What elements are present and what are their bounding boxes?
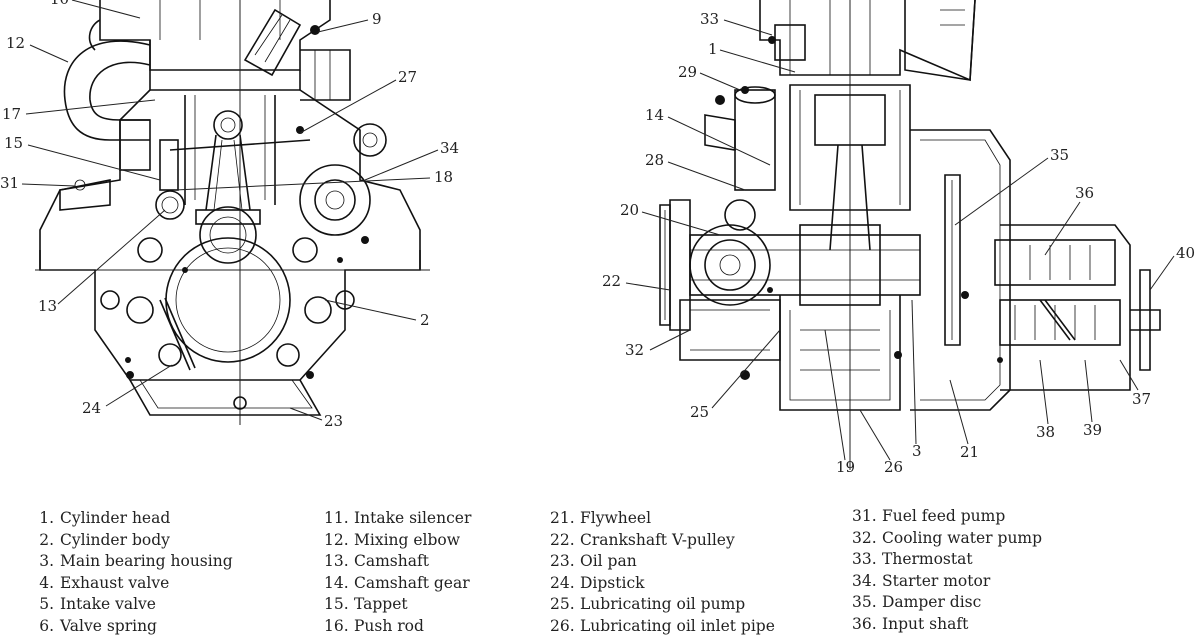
legend-item: 1.Cylinder head: [30, 508, 233, 530]
callout-36: 36: [1075, 184, 1094, 202]
callout-28: 28: [645, 151, 664, 169]
legend-label: Lubricating oil pump: [580, 594, 745, 616]
callout-13: 13: [38, 297, 57, 315]
callout-39: 39: [1083, 421, 1102, 439]
legend-label: Valve spring: [60, 616, 157, 637]
callout-33: 33: [700, 10, 719, 28]
legend-item: 23.Oil pan: [550, 551, 775, 573]
callout-22: 22: [602, 272, 621, 290]
legend-item: 34.Starter motor: [852, 571, 1042, 593]
legend-label: Input shaft: [882, 614, 968, 636]
legend-item: 36.Input shaft: [852, 614, 1042, 636]
callout-1: 1: [708, 40, 718, 58]
callout-32: 32: [625, 341, 644, 359]
callout-25: 25: [690, 403, 709, 421]
legend-item: 3.Main bearing housing: [30, 551, 233, 573]
callout-35: 35: [1050, 146, 1069, 164]
callout-34: 34: [440, 139, 459, 157]
legend-item: 2.Cylinder body: [30, 530, 233, 552]
legend-label: Push rod: [354, 616, 424, 637]
legend-item: 22.Crankshaft V-pulley: [550, 530, 775, 552]
side-view-callouts: 33 1 29 14 28 35 36 20 40 22 32 25 37 38…: [602, 10, 1195, 476]
legend-item: 4.Exhaust valve: [30, 573, 233, 595]
callout-14: 14: [645, 106, 664, 124]
callout-31: 31: [0, 174, 19, 192]
legend-label: Fuel feed pump: [882, 506, 1005, 528]
callout-3: 3: [912, 442, 922, 460]
legend-label: Starter motor: [882, 571, 990, 593]
legend-column-1: 1.Cylinder head 2.Cylinder body 3.Main b…: [30, 508, 233, 637]
legend-label: Camshaft: [354, 551, 429, 573]
callout-21: 21: [960, 443, 979, 461]
legend-label: Oil pan: [580, 551, 637, 573]
callout-27: 27: [398, 68, 417, 86]
legend-column-2: 11.Intake silencer 12.Mixing elbow 13.Ca…: [324, 508, 471, 637]
legend-label: Flywheel: [580, 508, 651, 530]
front-section-view: [35, 0, 430, 425]
legend-label: Dipstick: [580, 573, 645, 595]
legend-label: Tappet: [354, 594, 408, 616]
callout-9: 9: [372, 10, 382, 28]
callout-15: 15: [4, 134, 23, 152]
callout-29: 29: [678, 63, 697, 81]
legend-label: Mixing elbow: [354, 530, 460, 552]
legend-item: 21.Flywheel: [550, 508, 775, 530]
legend-item: 26.Lubricating oil inlet pipe: [550, 616, 775, 637]
legend-item: 14.Camshaft gear: [324, 573, 471, 595]
legend-item: 33.Thermostat: [852, 549, 1042, 571]
legend-label: Intake valve: [60, 594, 156, 616]
callout-24: 24: [82, 399, 101, 417]
callout-12: 12: [6, 34, 25, 52]
legend-label: Crankshaft V-pulley: [580, 530, 735, 552]
legend-label: Intake silencer: [354, 508, 471, 530]
callout-37: 37: [1132, 390, 1151, 408]
legend-item: 32.Cooling water pump: [852, 528, 1042, 550]
callout-40: 40: [1176, 244, 1195, 262]
legend-label: Damper disc: [882, 592, 981, 614]
legend-item: 15.Tappet: [324, 594, 471, 616]
callout-10: 10: [50, 0, 69, 8]
callout-17: 17: [2, 105, 21, 123]
legend-column-3: 21.Flywheel 22.Crankshaft V-pulley 23.Oi…: [550, 508, 775, 637]
legend-label: Exhaust valve: [60, 573, 169, 595]
callout-26: 26: [884, 458, 903, 476]
front-view-callouts: 10 12 9 17 27 15 34 18 31 13 2 24 23: [0, 0, 459, 430]
legend-label: Camshaft gear: [354, 573, 470, 595]
legend-label: Cooling water pump: [882, 528, 1042, 550]
callout-18: 18: [434, 168, 453, 186]
legend-item: 6.Valve spring: [30, 616, 233, 637]
callout-38: 38: [1036, 423, 1055, 441]
callout-2: 2: [420, 311, 430, 329]
side-section-view: [660, 0, 1160, 470]
legend-column-4: 31.Fuel feed pump 32.Cooling water pump …: [852, 506, 1042, 635]
legend-item: 11.Intake silencer: [324, 508, 471, 530]
legend-label: Thermostat: [882, 549, 973, 571]
callout-23: 23: [324, 412, 343, 430]
legend-item: 25.Lubricating oil pump: [550, 594, 775, 616]
legend-label: Cylinder head: [60, 508, 170, 530]
legend-item: 16.Push rod: [324, 616, 471, 637]
legend-label: Cylinder body: [60, 530, 170, 552]
legend-label: Lubricating oil inlet pipe: [580, 616, 775, 637]
legend-item: 5.Intake valve: [30, 594, 233, 616]
legend-item: 35.Damper disc: [852, 592, 1042, 614]
callout-19: 19: [836, 458, 855, 476]
legend-item: 13.Camshaft: [324, 551, 471, 573]
callout-20: 20: [620, 201, 639, 219]
legend-item: 12.Mixing elbow: [324, 530, 471, 552]
legend-label: Main bearing housing: [60, 551, 233, 573]
legend-item: 31.Fuel feed pump: [852, 506, 1042, 528]
legend-item: 24.Dipstick: [550, 573, 775, 595]
